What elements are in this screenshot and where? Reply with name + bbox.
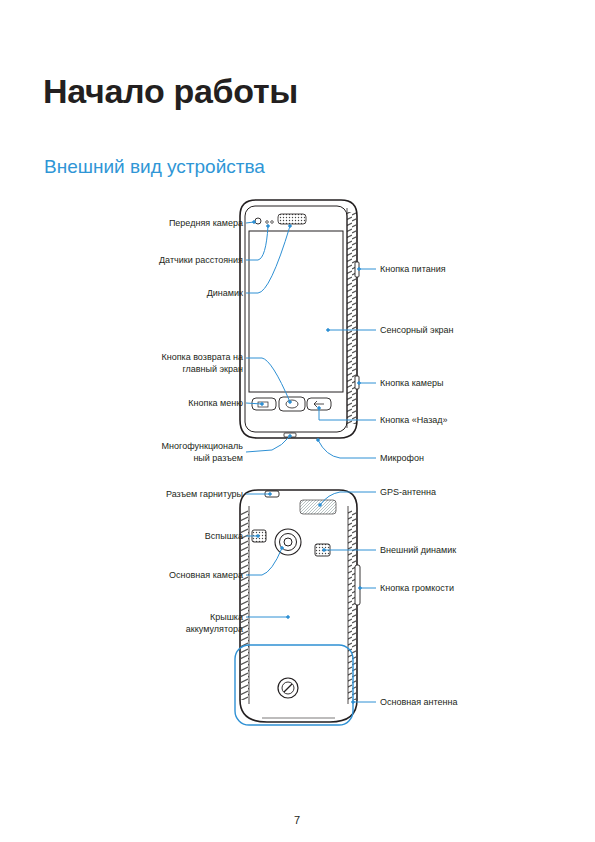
callout-label: Вспышка (205, 530, 243, 542)
callout-label: Кнопка «Назад» (380, 414, 448, 426)
callout-label: GPS-антенна (380, 486, 436, 498)
callout-label: Датчики расстояния (159, 254, 243, 266)
callout-label: Многофункциональ ный разъем (161, 440, 243, 464)
section-heading: Внешний вид устройства (44, 155, 265, 179)
phone-back (240, 490, 360, 722)
page-number: 7 (294, 813, 300, 827)
callout-label: Кнопка возврата на главный экран (147, 351, 243, 375)
callout-label: Кнопка громкости (380, 582, 454, 594)
callout-label: Разъем гарнитуры (166, 488, 243, 500)
page-title: Начало работы (43, 72, 298, 111)
phone-front (240, 200, 359, 438)
callout-label: Основная камера (169, 569, 243, 581)
antenna-outline (235, 645, 353, 725)
callout-label: Внешний динамик (380, 544, 456, 556)
callout-label: Передняя камера (169, 217, 243, 229)
callout-label: Кнопка камеры (380, 377, 444, 389)
callout-label: Микрофон (380, 452, 424, 464)
callout-label: Кнопка питания (380, 263, 446, 275)
callout-label: Кнопка меню (188, 397, 243, 409)
callout-label: Основная антенна (380, 696, 458, 708)
leader-lines (246, 221, 376, 704)
callout-label: Сенсорный экран (380, 324, 454, 336)
callout-label: Крышка аккумулятора (179, 611, 243, 635)
callout-label: Динамик (207, 287, 243, 299)
